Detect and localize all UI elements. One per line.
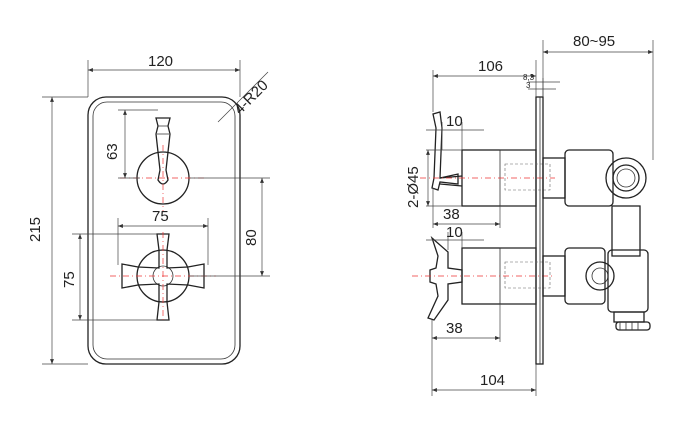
front-plate-outer (87, 96, 241, 365)
dim-front-height: 215 (27, 217, 44, 242)
lower-side-assembly (427, 235, 551, 321)
dim-handle-38-top: 38 (443, 206, 460, 223)
dim-front-width: 120 (148, 53, 173, 70)
dim-lower-offset: 75 (61, 271, 78, 288)
dim-plate-3: 3 (526, 81, 531, 90)
dim-upper-offset: 63 (104, 143, 121, 160)
dim-center-distance: 80 (243, 229, 260, 246)
lower-side-cross (427, 235, 463, 321)
valve-body (542, 149, 651, 331)
dim-diameter: 2-Ø45 (405, 166, 422, 208)
front-view: 120 4-R20 215 63 75 80 75 (27, 53, 272, 365)
dim-side-projection: 80~95 (573, 33, 615, 50)
dim-handle-38-bottom: 38 (446, 320, 463, 337)
dim-handle-10-top: 10 (446, 113, 463, 130)
cross-handle (121, 233, 205, 321)
dim-corner-radius: 4-R20 (231, 77, 272, 118)
upper-lever-handle (155, 117, 171, 185)
dim-handle-spacing: 75 (152, 208, 169, 225)
dim-side-depth-bottom: 104 (480, 372, 505, 389)
dim-handle-10-bottom: 10 (446, 224, 463, 241)
dim-side-depth-top: 106 (478, 58, 503, 75)
front-plate-inner (92, 101, 236, 360)
side-wall-plate (535, 96, 544, 365)
side-view: 106 80~95 8,3 3 10 2-Ø45 38 10 (405, 33, 654, 396)
dim-plate-83: 8,3 (523, 73, 535, 82)
